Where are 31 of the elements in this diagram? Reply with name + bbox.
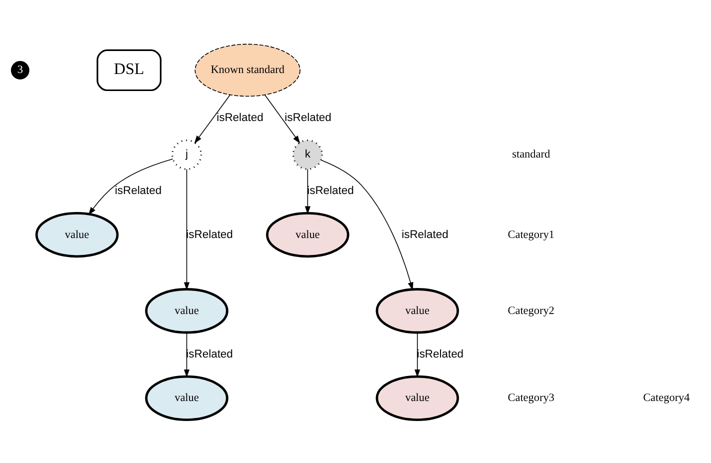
edge-label: isRelated [307,184,354,197]
edge-label: isRelated [216,112,264,124]
node-ellipse: value [376,374,459,420]
node-ellipse: value [35,211,119,258]
arrow [320,159,414,290]
arrow [184,168,190,290]
node-ellipse: value [145,288,228,334]
label: Category2 [508,304,554,316]
edge-label: isRelated [186,348,233,360]
node-box: DSL [96,48,162,91]
label: Category3 [508,392,554,404]
node-ellipse: Known standard [194,43,300,96]
arrow [304,168,310,214]
node-circle: j [172,139,202,170]
label: Category1 [508,228,554,240]
arrow [414,332,420,378]
node-ellipse: value [376,288,459,334]
edge-label: isRelated [402,228,448,240]
edge-label: isRelated [284,112,332,124]
arrow [88,158,174,215]
label: Category4 [643,392,690,404]
node-circle: 3 [10,60,30,79]
arrow [194,94,230,144]
node-ellipse: value [266,211,350,258]
edge-label: isRelated [186,228,233,240]
edge-label: isRelated [416,348,464,360]
edge-label: isRelated [114,184,162,197]
label: standard [512,148,550,160]
arrow [264,94,300,144]
node-circle: k [292,139,323,170]
node-ellipse: value [145,374,228,420]
